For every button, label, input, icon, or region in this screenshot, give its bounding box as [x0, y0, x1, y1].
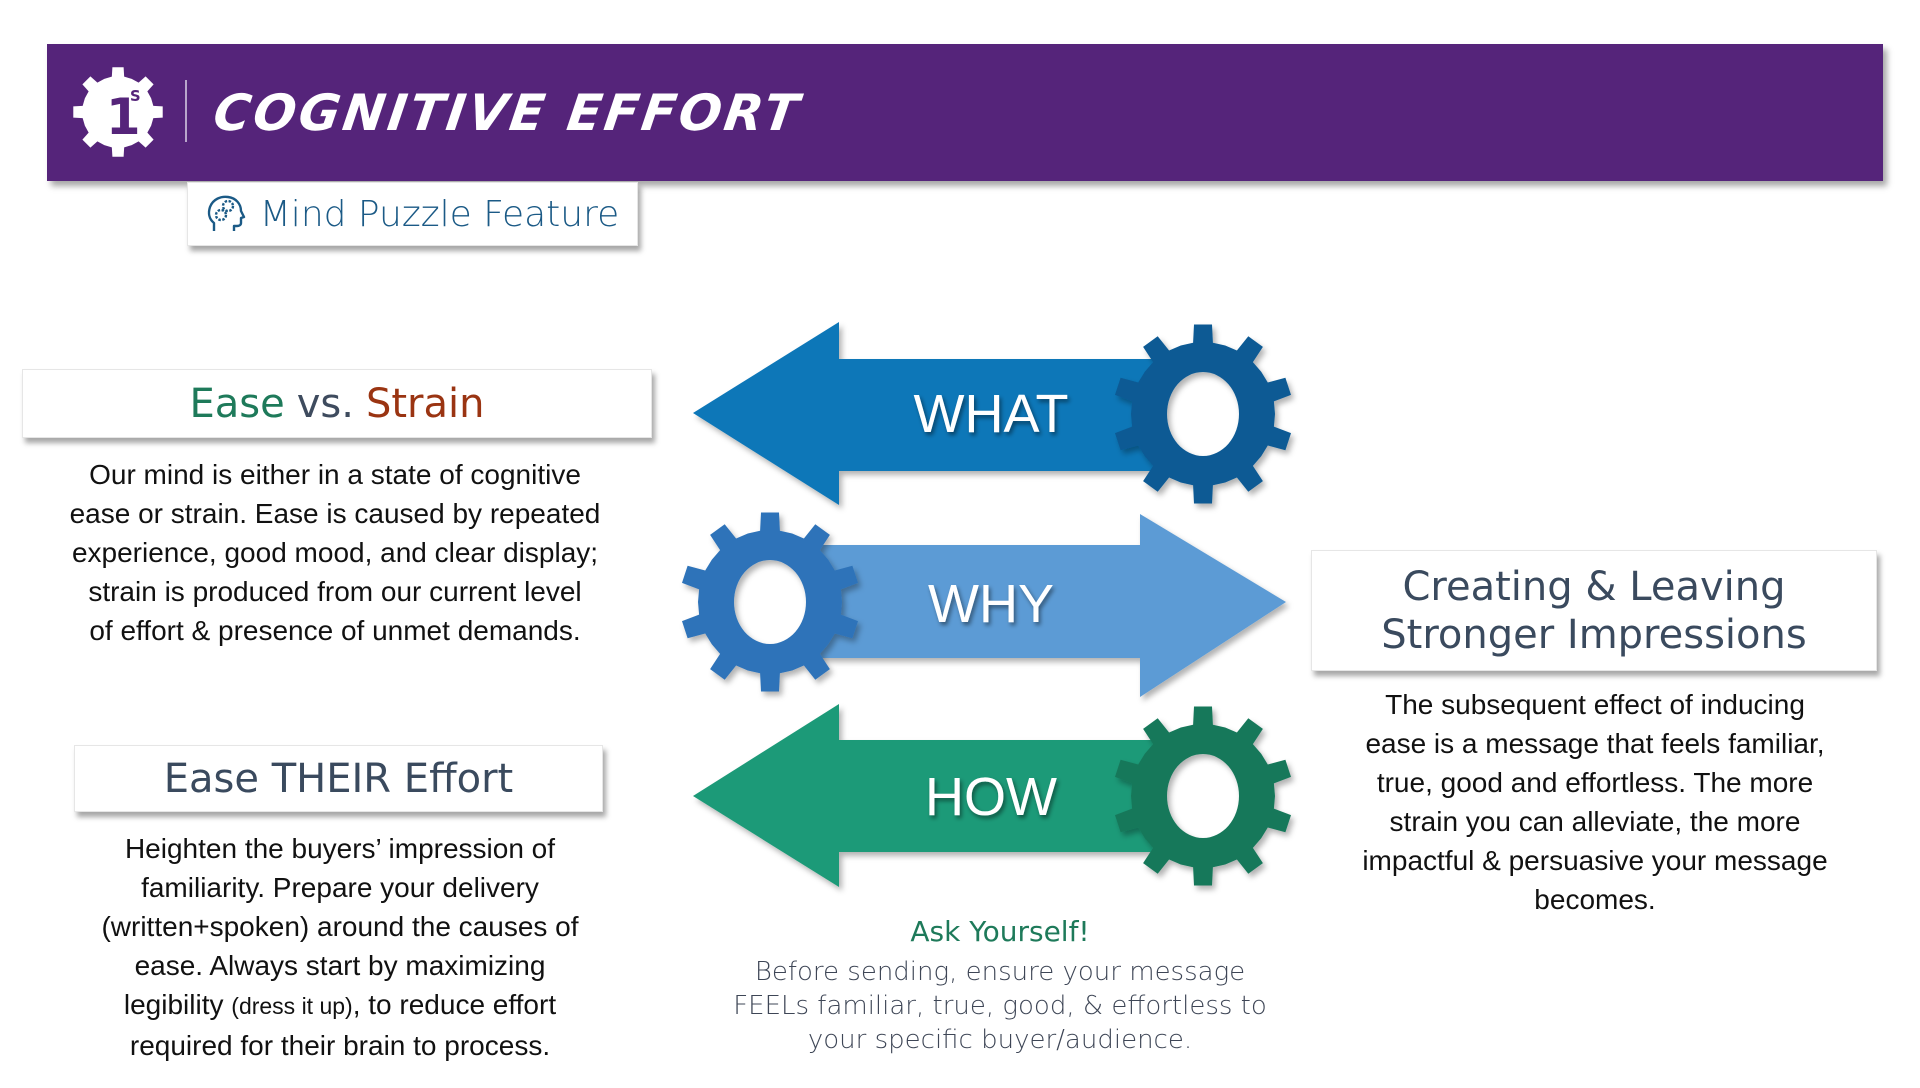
impressions-heading: Creating & Leaving Stronger Impressions: [1311, 550, 1877, 671]
what-arrow: [693, 322, 1160, 505]
body-line: becomes.: [1534, 884, 1656, 915]
ask-yourself-body: Before sending, ensure your message FEEL…: [700, 955, 1300, 1057]
ease-vs-strain-heading: Ease vs. Strain: [22, 369, 652, 438]
line-post: , to reduce effort: [352, 989, 557, 1020]
feature-tag-label: Mind Puzzle Feature: [259, 193, 620, 235]
how-gear-icon: [1115, 706, 1291, 886]
logo-gear-shape: [73, 67, 163, 157]
body-line: The subsequent effect of inducing: [1385, 689, 1805, 720]
logo-glyph: 1: [106, 88, 141, 146]
body-line: ease. Always start by maximizing: [134, 950, 546, 981]
why-label: WHY: [928, 574, 1054, 634]
body-line: Our mind is either in a state of cogniti…: [89, 459, 581, 490]
body-line: Before sending, ensure your message: [754, 957, 1246, 987]
why-arrow: [810, 514, 1286, 697]
body-line: of effort & presence of unmet demands.: [89, 615, 581, 646]
head-gears-icon: [207, 195, 245, 231]
gear-logo-icon: 1 S: [73, 67, 163, 157]
ease-their-effort-heading: Ease THEIR Effort: [74, 745, 603, 812]
body-line: ease or strain. Ease is caused by repeat…: [69, 498, 601, 529]
body-line: strain is produced from our current leve…: [88, 576, 582, 607]
impressions-body: The subsequent effect of inducing ease i…: [1300, 685, 1890, 919]
body-line: familiarity. Prepare your delivery: [141, 872, 539, 903]
body-line: Heighten the buyers’ impression of: [124, 833, 556, 864]
header-banner: [47, 44, 1883, 181]
body-line: required for their brain to process.: [129, 1030, 551, 1061]
body-line: your specific buyer/audience.: [807, 1025, 1193, 1055]
what-gear-icon: [1115, 324, 1291, 504]
line-aside: (dress it up): [231, 993, 353, 1019]
what-label: WHAT: [914, 384, 1069, 444]
heading-text: Ease THEIR Effort: [163, 755, 514, 802]
how-label: HOW: [925, 767, 1057, 827]
body-line: experience, good mood, and clear display…: [71, 537, 599, 568]
heading-line: Stronger Impressions: [1381, 611, 1807, 658]
ease-their-effort-body: Heighten the buyers’ impression of famil…: [45, 829, 635, 1065]
logo-superscript: S: [130, 88, 141, 105]
ease-vs-strain-body: Our mind is either in a state of cogniti…: [20, 455, 650, 650]
body-line: impactful & persuasive your message: [1362, 845, 1828, 876]
body-line: ease is a message that feels familiar,: [1365, 728, 1825, 759]
how-arrow: [693, 704, 1160, 887]
feature-tag: Mind Puzzle Feature: [187, 182, 638, 246]
ask-yourself-title: Ask Yourself!: [910, 915, 1090, 948]
body-line: legibility (dress it up), to reduce effo…: [45, 985, 635, 1026]
heading-line: Creating & Leaving: [1402, 563, 1786, 610]
body-line: strain you can alleviate, the more: [1389, 806, 1801, 837]
line-pre: legibility: [123, 989, 232, 1020]
header-divider: [185, 80, 187, 142]
heading-vs: vs.: [296, 380, 354, 427]
heading-strain: Strain: [365, 380, 485, 427]
body-line: (written+spoken) around the causes of: [101, 911, 579, 942]
body-line: true, good and effortless. The more: [1376, 767, 1814, 798]
why-gear-icon: [682, 512, 858, 692]
heading-ease: Ease: [189, 380, 285, 427]
body-line: FEELs familiar, true, good, & effortless…: [733, 991, 1267, 1021]
